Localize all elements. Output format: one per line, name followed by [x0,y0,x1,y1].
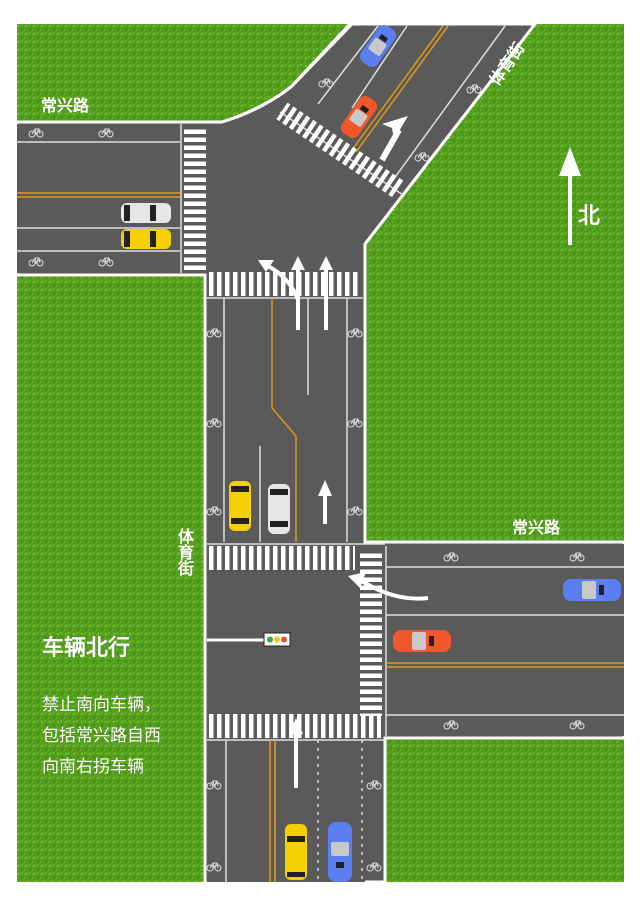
car-yellow-icon [121,229,171,249]
middle-north-crosswalk [207,272,363,299]
road-edges [17,22,624,882]
car-blue-icon [328,822,352,882]
traffic-signal-icon [263,632,291,647]
car-yellow-icon [285,824,307,880]
car-white-icon [268,484,290,534]
vehicles [121,24,621,882]
road-label-south-tiyu: 体育街 [175,528,194,576]
car-blue-icon [563,579,621,601]
north-label: 北 [578,204,601,229]
car-red-icon [340,95,378,139]
north-arrow-icon [559,147,581,245]
ne-street-markings [276,25,506,198]
car-yellow-icon [229,481,251,531]
west-road-markings [17,124,206,273]
info-title: 车辆北行 [42,636,131,661]
car-red-icon [393,630,451,652]
asphalt-fill [17,26,624,882]
middle-lane-markings [206,298,363,542]
car-white-icon [121,203,171,223]
road-label-east-changxing: 常兴路 [512,518,561,537]
east-road-markings [348,552,624,730]
car-blue-icon [359,24,397,68]
info-body: 禁止南向车辆， 包括常兴路自西 向南右拐车辆 [42,695,161,777]
road-label-west-changxing: 常兴路 [41,96,90,115]
south-road-markings [206,718,382,882]
lane-arrows [258,256,333,524]
